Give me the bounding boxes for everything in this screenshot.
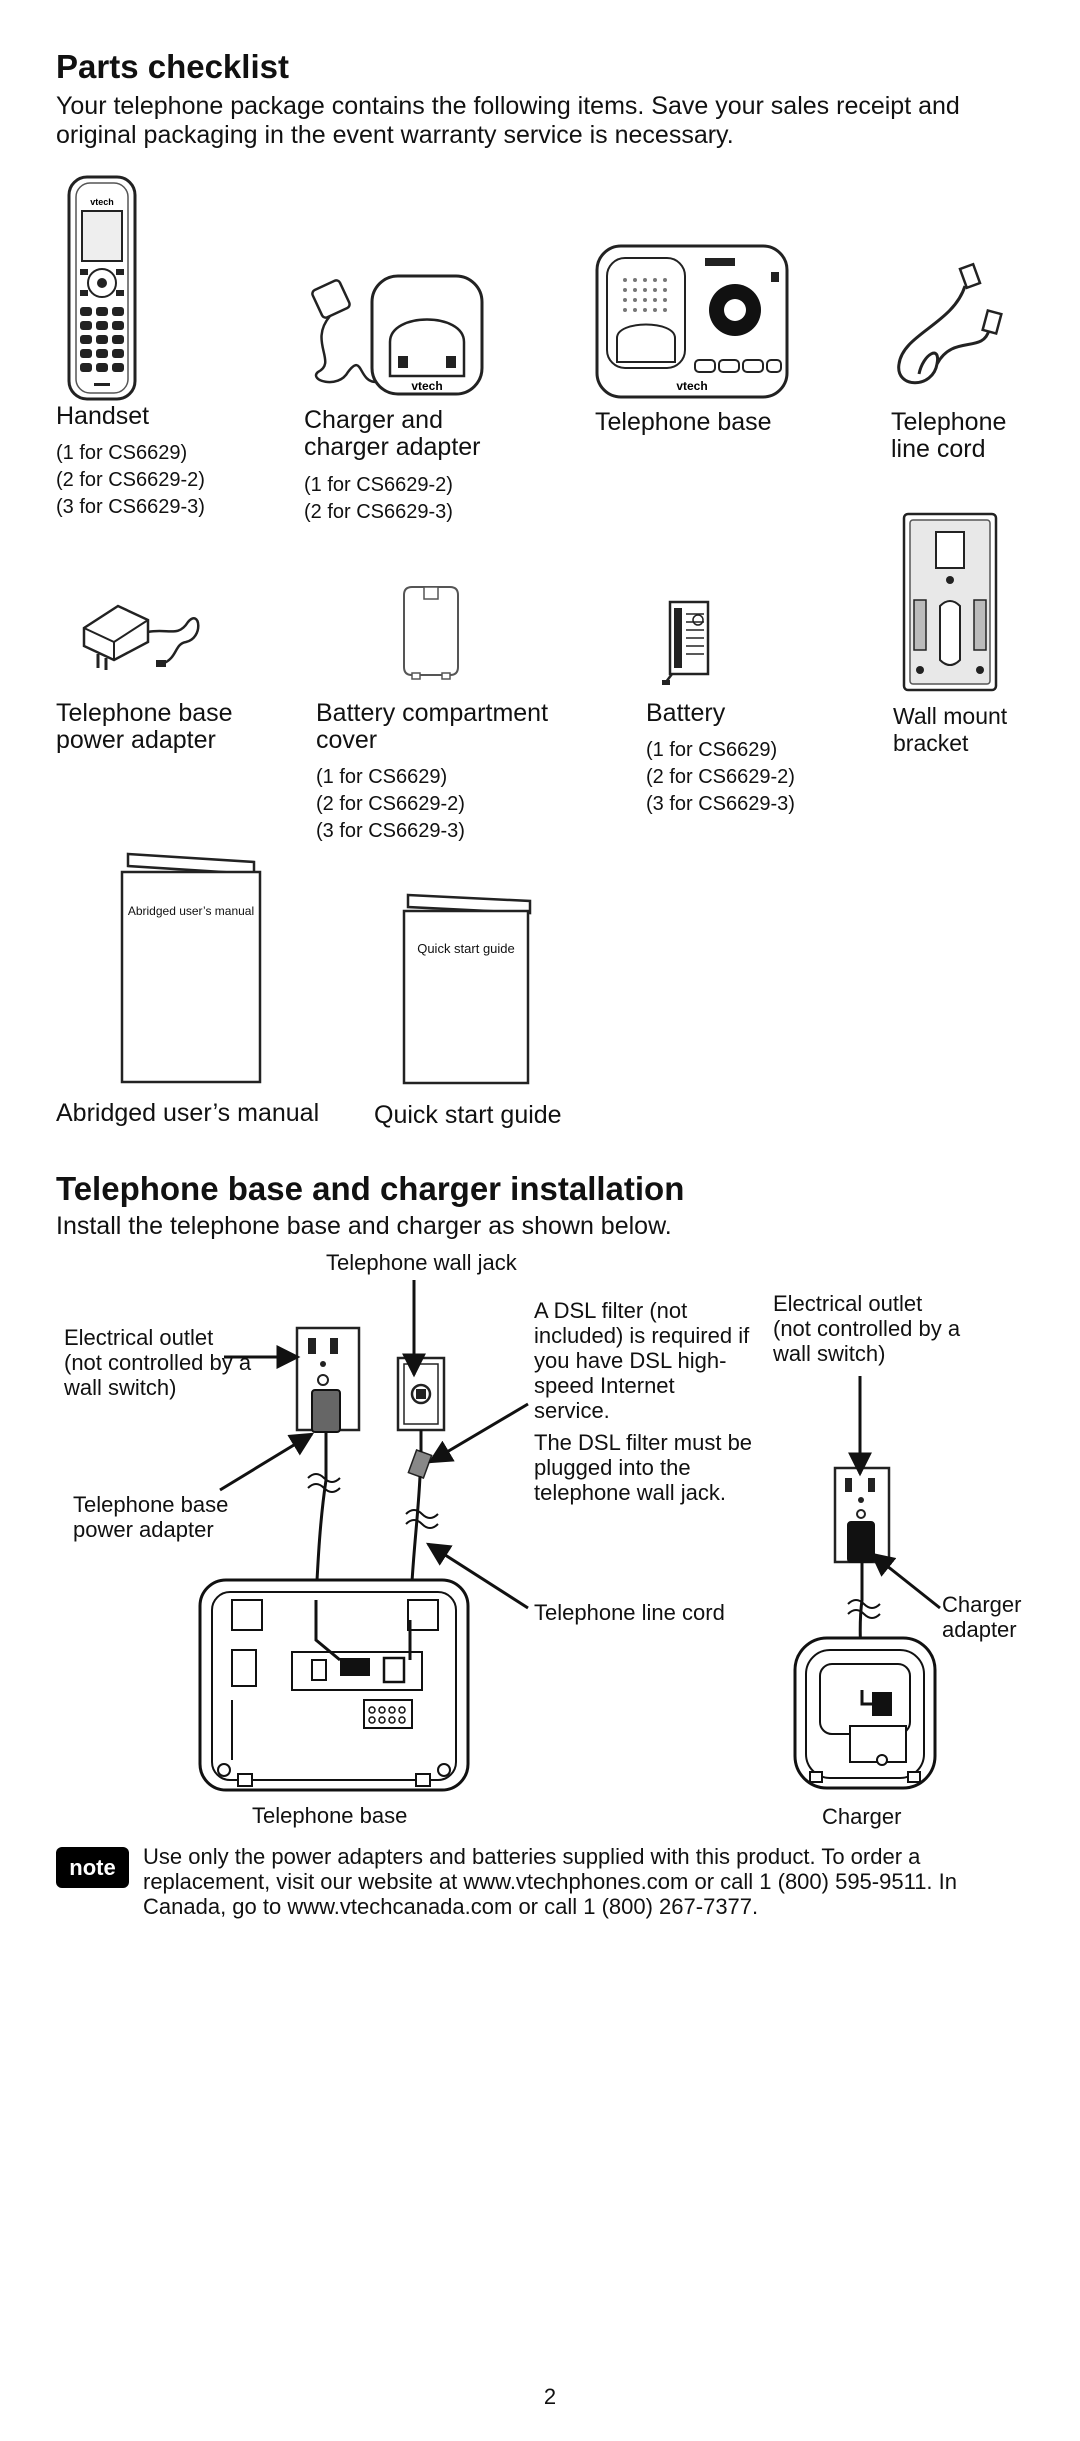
charger-image: vtech bbox=[311, 274, 484, 396]
part-name-line-cord: Telephone line cord bbox=[891, 408, 1007, 463]
battery-cover-quantities: (1 for CS6629) (2 for CS6629-2) (3 for C… bbox=[316, 764, 465, 845]
parts-checklist-title: Parts checklist bbox=[56, 48, 289, 85]
parts-checklist-intro: Your telephone package contains the foll… bbox=[56, 92, 960, 149]
quantity-line: (2 for CS6629-3) bbox=[304, 501, 453, 523]
manual-cover-text: Abridged user’s manual bbox=[127, 904, 255, 918]
label-outlet-left: Electrical outlet (not controlled by a w… bbox=[64, 1325, 252, 1400]
installation-intro: Install the telephone base and charger a… bbox=[56, 1212, 672, 1240]
quantity-line: (2 for CS6629-2) bbox=[316, 793, 465, 815]
installation-title: Telephone base and charger installation bbox=[56, 1170, 685, 1207]
label-base-power-adapter: Telephone base power adapter bbox=[73, 1492, 229, 1542]
quantity-line: (2 for CS6629-2) bbox=[56, 469, 205, 491]
guide-cover-text: Quick start guide bbox=[417, 941, 515, 956]
caption-charger: Charger bbox=[822, 1804, 902, 1829]
label-outlet-right: Electrical outlet (not controlled by a w… bbox=[773, 1291, 961, 1366]
wall-mount-bracket-image bbox=[902, 512, 998, 692]
line-cord-image bbox=[897, 262, 1003, 385]
abridged-manual-image: Abridged user’s manual bbox=[120, 852, 264, 1084]
battery-image bbox=[662, 600, 710, 685]
base-power-adapter-image bbox=[82, 604, 200, 670]
page-number: 2 bbox=[543, 2384, 557, 2409]
quantity-line: (1 for CS6629) bbox=[56, 442, 188, 464]
part-name-battery-cover: Battery compartment cover bbox=[316, 699, 549, 754]
quantity-line: (3 for CS6629-3) bbox=[646, 793, 795, 815]
svg-text:vtech: vtech bbox=[90, 197, 114, 207]
quick-start-guide-image: Quick start guide bbox=[402, 893, 532, 1085]
svg-text:vtech: vtech bbox=[411, 379, 442, 393]
svg-text:vtech: vtech bbox=[676, 379, 707, 393]
label-wall-jack: Telephone wall jack bbox=[326, 1250, 517, 1275]
label-charger-adapter: Charger adapter bbox=[942, 1592, 1022, 1642]
battery-cover-image bbox=[403, 586, 459, 680]
note-badge: note bbox=[56, 1847, 129, 1888]
label-dsl-filter: A DSL filter (not included) is required … bbox=[534, 1298, 750, 1423]
part-name-wall-mount-bracket: Wall mount bracket bbox=[893, 703, 1008, 756]
battery-quantities: (1 for CS6629) (2 for CS6629-2) (3 for C… bbox=[646, 737, 795, 818]
part-name-abridged-manual: Abridged user’s manual bbox=[56, 1099, 320, 1127]
note-text: Use only the power adapters and batterie… bbox=[143, 1844, 957, 1919]
quantity-line: (1 for CS6629) bbox=[316, 766, 448, 788]
part-name-charger: Charger and charger adapter bbox=[304, 406, 481, 461]
part-name-quick-start-guide: Quick start guide bbox=[374, 1101, 562, 1129]
quantity-line: (3 for CS6629-3) bbox=[316, 820, 465, 842]
label-dsl-wall-jack: The DSL filter must be plugged into the … bbox=[534, 1430, 753, 1505]
quantity-line: (1 for CS6629) bbox=[646, 739, 778, 761]
part-name-battery: Battery bbox=[646, 699, 726, 727]
quantity-line: (1 for CS6629-2) bbox=[304, 474, 453, 496]
handset-image: vtech bbox=[67, 175, 137, 401]
handset-quantities: (1 for CS6629) (2 for CS6629-2) (3 for C… bbox=[56, 440, 205, 521]
label-line-cord: Telephone line cord bbox=[534, 1600, 725, 1625]
quantity-line: (2 for CS6629-2) bbox=[646, 766, 795, 788]
caption-telephone-base: Telephone base bbox=[252, 1803, 408, 1828]
part-name-base-power-adapter: Telephone base power adapter bbox=[56, 699, 233, 754]
part-name-handset: Handset bbox=[56, 402, 150, 430]
part-name-telephone-base: Telephone base bbox=[595, 408, 772, 436]
telephone-base-image: vtech bbox=[595, 244, 789, 399]
quantity-line: (3 for CS6629-3) bbox=[56, 496, 205, 518]
charger-quantities: (1 for CS6629-2) (2 for CS6629-3) bbox=[304, 472, 453, 526]
